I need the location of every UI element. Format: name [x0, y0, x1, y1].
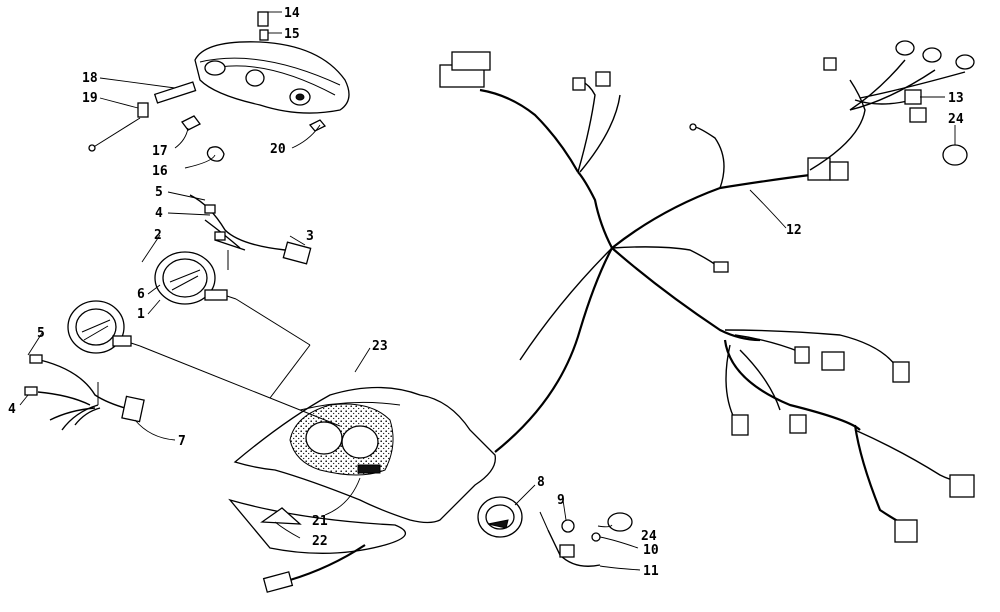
main-wiring-harness — [439, 40, 975, 543]
dash-panel — [228, 386, 496, 593]
callout-20: 20 — [270, 142, 286, 157]
ignition-parts — [477, 144, 968, 567]
gauge-cables — [139, 298, 341, 427]
tachometer-gauge — [154, 251, 237, 305]
callout-3: 3 — [306, 229, 314, 244]
callout-24-lower: 24 — [641, 529, 657, 544]
callout-16: 16 — [152, 164, 168, 179]
callout-18: 18 — [82, 71, 98, 86]
callout-11: 11 — [643, 564, 659, 579]
callout-5-lower: 5 — [37, 326, 45, 341]
callout-13: 13 — [948, 91, 964, 106]
callout-9: 9 — [557, 493, 565, 508]
speedometer-gauge — [67, 300, 141, 354]
callout-22: 22 — [312, 534, 328, 549]
callout-24-upper: 24 — [948, 112, 964, 127]
callout-12: 12 — [786, 223, 802, 238]
leader-lines — [19, 11, 956, 571]
callout-5-upper: 5 — [155, 185, 163, 200]
callout-4-upper: 4 — [155, 206, 163, 221]
gauge-harness-lower — [24, 354, 145, 431]
callout-7: 7 — [178, 434, 186, 449]
callout-21: 21 — [312, 514, 328, 529]
callout-8: 8 — [537, 475, 545, 490]
callout-19: 19 — [82, 91, 98, 106]
callout-2: 2 — [154, 228, 162, 243]
callout-17: 17 — [152, 144, 168, 159]
callout-1: 1 — [137, 307, 145, 322]
callout-14: 14 — [284, 6, 300, 21]
callout-15: 15 — [284, 27, 300, 42]
headlight-assembly — [88, 11, 350, 162]
callout-23: 23 — [372, 339, 388, 354]
callout-10: 10 — [643, 543, 659, 558]
callout-6: 6 — [137, 287, 145, 302]
gauge-harness-upper — [189, 194, 312, 270]
callout-labels: 14 15 18 19 17 16 20 5 4 3 2 6 1 5 4 7 2… — [8, 6, 964, 579]
callout-4-lower: 4 — [8, 402, 16, 417]
